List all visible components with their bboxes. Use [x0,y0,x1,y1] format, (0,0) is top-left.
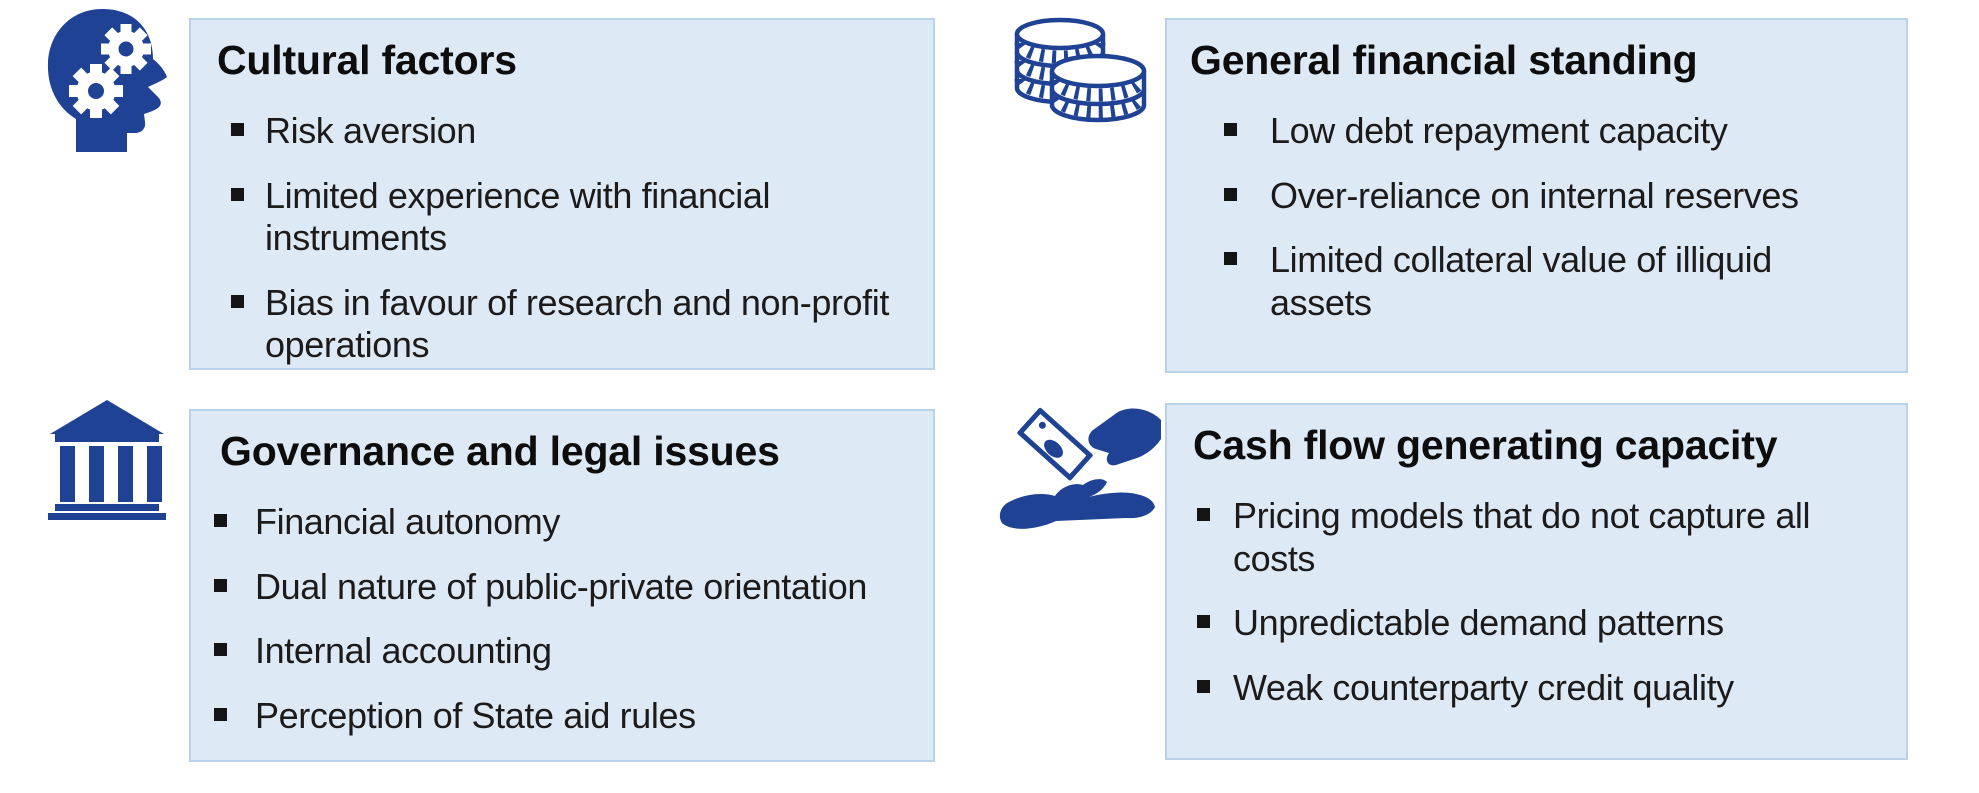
panel-governance-legal-issues: Governance and legal issues Financial au… [189,409,935,762]
bullet-list: Risk aversion Limited experience with fi… [191,110,909,366]
bullet-text: Perception of State aid rules [255,694,696,736]
bullet-text: Dual nature of public-private orientatio… [255,565,867,607]
bullet-text: Over-reliance on internal reserves [1270,174,1799,216]
panel-general-financial-standing: General financial standing Low debt repa… [1165,18,1908,373]
bank-icon [48,400,166,520]
head-gears-icon [40,6,172,154]
panel-title: Governance and legal issues [220,428,780,474]
bullet-text: Limited collateral value of illiquid ass… [1270,239,1772,323]
bullet-item: Over-reliance on internal reserves [1167,175,1882,217]
bullet-marker [214,707,227,721]
bullet-item: Internal accounting [191,630,909,672]
bullet-text: Low debt repayment capacity [1270,110,1728,152]
gear-small [69,64,123,118]
bullet-list: Pricing models that do not capture all c… [1167,495,1882,709]
bullet-text: Weak counterparty credit quality [1233,666,1734,708]
bullet-item: Pricing models that do not capture all c… [1167,495,1882,580]
bullet-text: Limited experience with financial instru… [265,174,771,259]
bullet-marker [1197,679,1210,693]
bullet-item: Risk aversion [191,110,909,152]
bullet-item: Bias in favour of research and non-profi… [191,282,909,367]
bullet-marker [214,514,227,528]
bullet-text: Financial autonomy [255,501,560,543]
banknote [1017,407,1093,481]
panel-cash-flow-capacity: Cash flow generating capacity Pricing mo… [1165,403,1908,760]
bullet-marker [1224,187,1237,201]
bullet-text: Unpredictable demand patterns [1233,602,1724,644]
bullet-marker [231,294,244,308]
bullet-item: Dual nature of public-private orientatio… [191,566,909,608]
bullet-list: Low debt repayment capacity Over-relianc… [1167,110,1882,324]
bullet-text: Internal accounting [255,630,552,672]
bullet-item: Low debt repayment capacity [1167,110,1882,152]
bullet-text: Risk aversion [265,110,476,152]
bullet-item: Weak counterparty credit quality [1167,667,1882,709]
bullet-item: Perception of State aid rules [191,695,909,737]
bullet-marker [1224,252,1237,266]
bullet-marker [214,643,227,657]
receiving-hand [999,479,1155,529]
panel-title: Cultural factors [217,37,517,83]
bullet-item: Unpredictable demand patterns [1167,602,1882,644]
panel-title: Cash flow generating capacity [1193,422,1778,468]
bullet-item: Limited experience with financial instru… [191,175,909,260]
bullet-item: Limited collateral value of illiquid ass… [1167,239,1882,324]
bullet-list: Financial autonomy Dual nature of public… [191,501,909,737]
panel-cultural-factors: Cultural factors Risk aversion Limited e… [189,18,935,370]
bullet-marker [214,578,227,592]
hand-money-icon [994,404,1162,544]
bullet-marker [1197,508,1210,522]
bullet-text: Bias in favour of research and non-profi… [265,281,889,366]
giving-hand [1088,408,1161,466]
coins-icon [1004,12,1148,124]
bullet-marker [1197,615,1210,629]
bullet-marker [231,123,244,137]
panel-title: General financial standing [1190,37,1698,83]
bullet-marker [1224,123,1237,137]
bullet-item: Financial autonomy [191,501,909,543]
gear-large [101,24,151,74]
bullet-marker [231,187,244,201]
bullet-text: Pricing models that do not capture all c… [1233,495,1811,579]
